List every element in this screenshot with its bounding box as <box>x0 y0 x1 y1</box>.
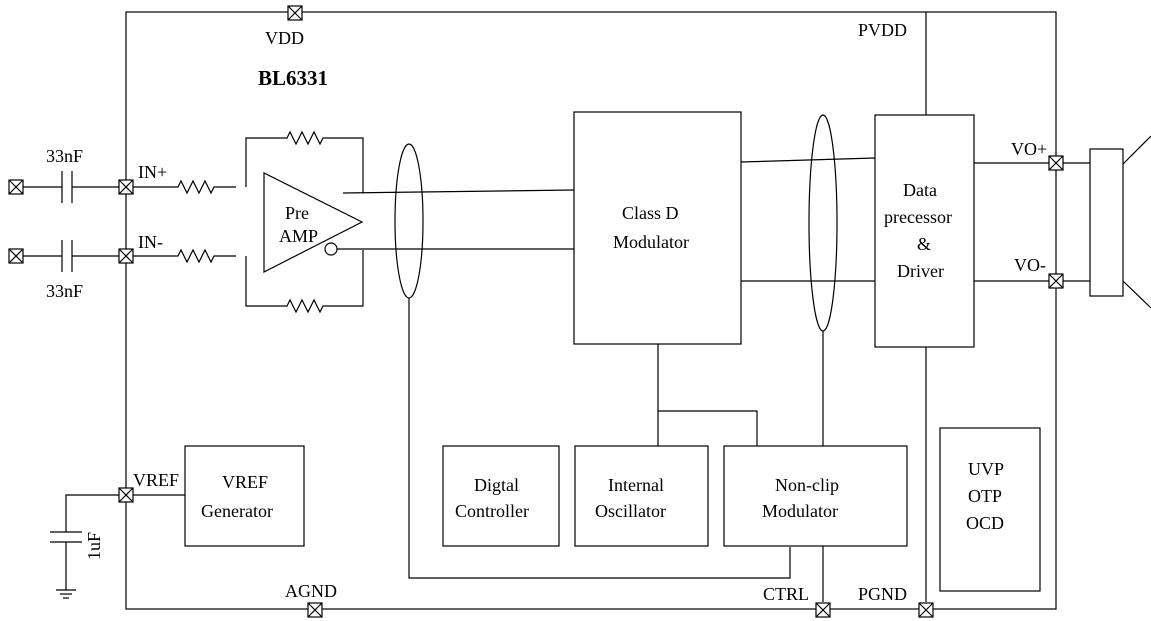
protection-label-3: OCD <box>966 513 1004 533</box>
ctrl-label: CTRL <box>763 584 809 604</box>
class-d-modulator-block <box>573 111 742 345</box>
vref-gen-label-2: Generator <box>201 501 273 521</box>
data-processor-driver-block <box>874 114 975 348</box>
preamp-label-2: AMP <box>279 226 318 246</box>
nonclip-label-2: Modulator <box>762 501 838 521</box>
protection-label-1: UVP <box>968 459 1004 479</box>
nonclip-modulator-block <box>723 445 908 547</box>
protection-block <box>939 427 1041 592</box>
speaker-cone-bottom-icon <box>1122 280 1151 309</box>
cap-vref-label: 1uF <box>84 532 104 560</box>
feedback-resistor-top-icon <box>245 130 364 193</box>
vref-label: VREF <box>133 470 179 490</box>
vo-minus-pin-icon <box>1048 273 1064 289</box>
cap-in-minus-label: 33nF <box>46 281 83 301</box>
agnd-pin-icon <box>307 602 323 618</box>
in-plus-label: IN+ <box>138 162 167 182</box>
class-d-label-2: Modulator <box>613 232 689 252</box>
ext-in-minus-terminal-icon <box>8 248 24 264</box>
data-proc-label-2: precessor <box>884 207 952 227</box>
vdd-pin-icon <box>287 5 303 21</box>
chip-boundary <box>125 11 1057 610</box>
ground-icon <box>56 589 76 599</box>
agnd-label: AGND <box>285 581 337 601</box>
vo-minus-label: VO- <box>1014 255 1046 275</box>
nonclip-feedback-wire <box>408 298 791 579</box>
chip-name: BL6331 <box>258 66 328 90</box>
osc-label-1: Internal <box>608 475 664 495</box>
preamp-out-plus-wire <box>342 189 575 194</box>
vref-gen-label-1: VREF <box>222 472 268 492</box>
speaker-icon <box>1089 148 1124 297</box>
preamp-label-1: Pre <box>285 203 309 223</box>
in-minus-resistor-icon <box>133 248 236 264</box>
vdd-label: VDD <box>265 28 304 48</box>
digital-ctrl-label-1: Digtal <box>474 475 519 495</box>
ctrl-pin-icon <box>815 602 831 618</box>
vref-generator-block <box>184 445 305 547</box>
protection-label-2: OTP <box>968 486 1002 506</box>
osc-nonclip-bus-wire <box>657 344 758 446</box>
data-proc-label-1: Data <box>903 180 937 200</box>
nonclip-label-1: Non-clip <box>775 475 839 495</box>
vref-pin-icon <box>118 487 134 503</box>
in-minus-pin-icon <box>118 248 134 264</box>
feedback-resistor-bottom-icon <box>245 250 364 314</box>
in-minus-label: IN- <box>138 232 163 252</box>
pgnd-pin-icon <box>918 602 934 618</box>
internal-oscillator-block <box>574 445 709 547</box>
pvdd-label: PVDD <box>858 20 907 40</box>
signal-bundle-ellipse-2 <box>808 114 838 332</box>
ext-in-plus-terminal-icon <box>8 179 24 195</box>
data-proc-label-3: & <box>917 234 931 254</box>
pgnd-label: PGND <box>858 584 907 604</box>
cap-in-plus-label: 33nF <box>46 146 83 166</box>
in-plus-resistor-icon <box>133 179 236 195</box>
speaker-cone-top-icon <box>1122 135 1151 165</box>
class-d-label-1: Class D <box>622 203 679 223</box>
preamp-inverting-bubble <box>324 242 338 256</box>
signal-bundle-ellipse-1 <box>394 143 424 299</box>
vref-ext-wire <box>65 494 119 532</box>
vo-plus-pin-icon <box>1048 155 1064 171</box>
preamp-triangle <box>263 172 364 273</box>
digital-ctrl-label-2: Controller <box>455 501 529 521</box>
data-proc-label-4: Driver <box>897 261 944 281</box>
vo-plus-label: VO+ <box>1011 139 1047 159</box>
classd-out-plus-wire <box>740 157 876 163</box>
digital-controller-block <box>442 445 560 547</box>
in-plus-pin-icon <box>118 179 134 195</box>
osc-label-2: Oscillator <box>595 501 666 521</box>
